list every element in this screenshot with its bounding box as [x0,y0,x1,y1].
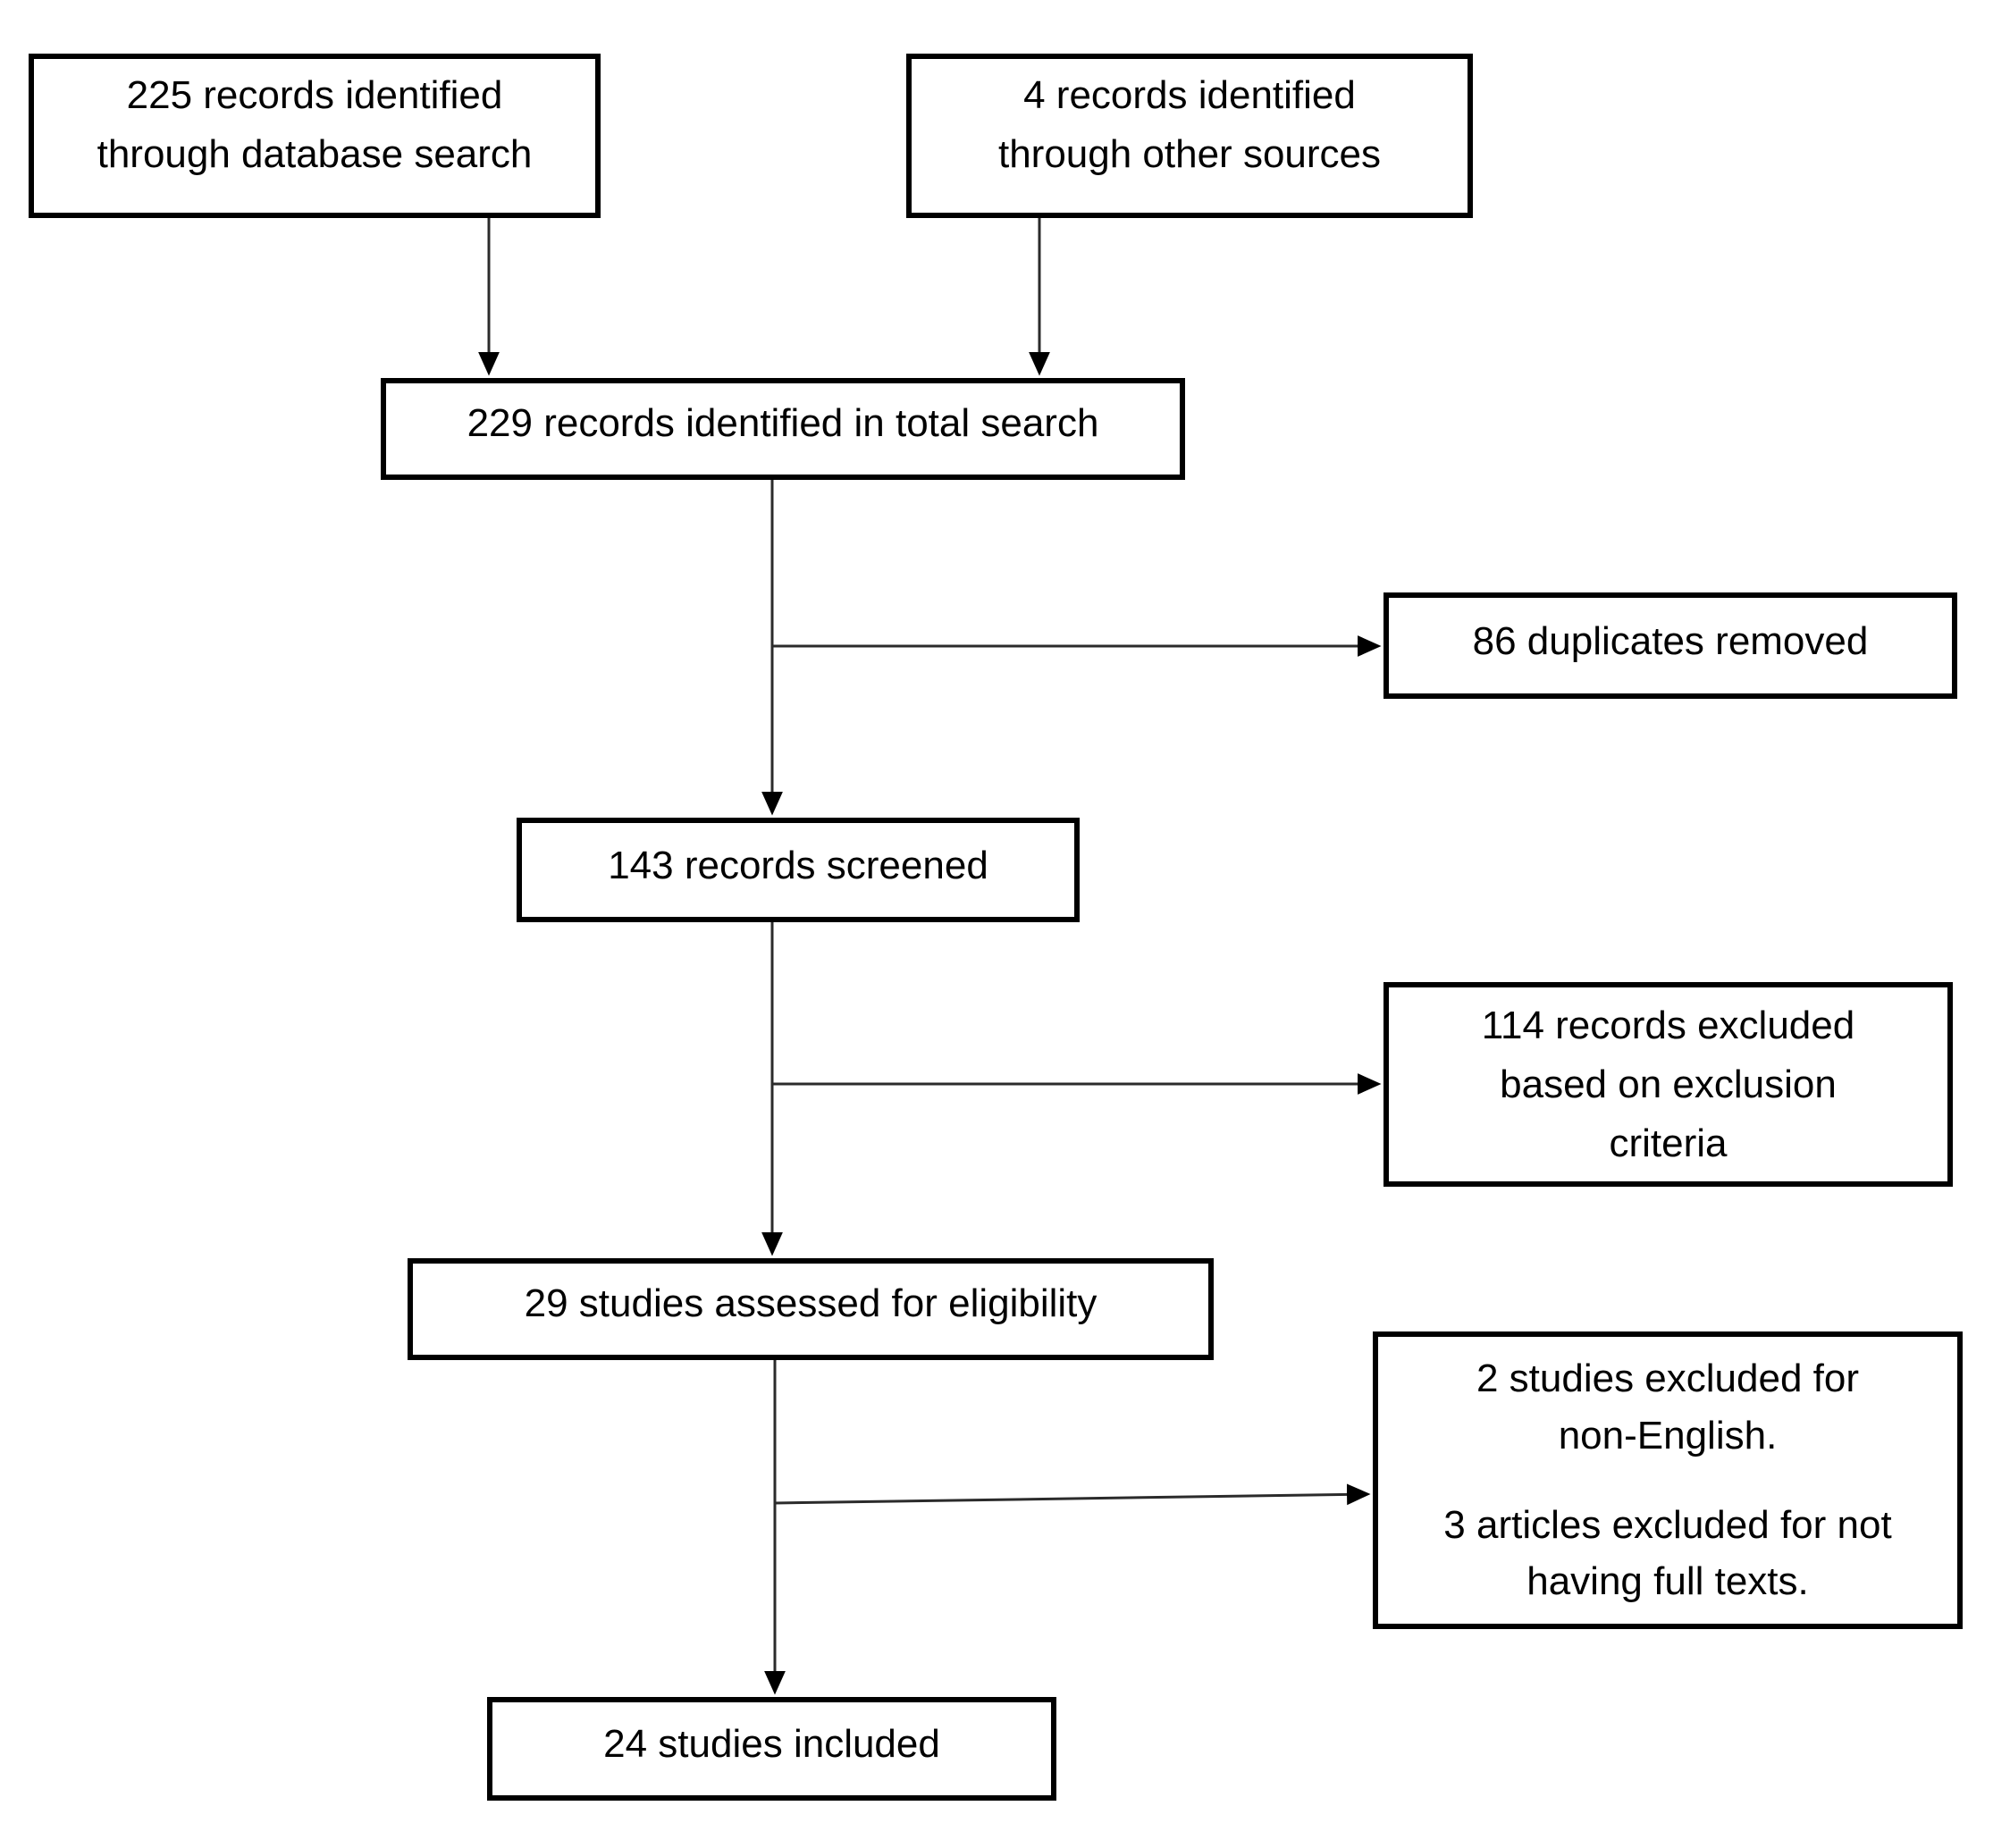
box-records-database: 225 records identified through database … [29,54,601,218]
studies-included-label: 24 studies included [603,1722,940,1766]
records-database-label: 225 records identified through database … [97,73,533,176]
duplicates-removed-label: 86 duplicates removed [1472,618,1869,663]
studies-assessed-label: 29 studies assessed for eligibility [524,1281,1098,1325]
box-studies-assessed: 29 studies assessed for eligibility [408,1258,1214,1360]
box-records-excluded: 114 records excluded based on exclusion … [1383,982,1953,1187]
box-duplicates-removed: 86 duplicates removed [1383,592,1957,699]
records-excluded-label: 114 records excluded based on exclusion … [1481,1003,1855,1165]
box-studies-included: 24 studies included [487,1697,1056,1801]
records-screened-label: 143 records screened [608,843,988,887]
box-fulltext-exclusions: 2 studies excluded for non-English. 3 ar… [1373,1331,1963,1629]
arrow-assessed-to-fulltext-exclusions [774,1483,1371,1506]
fulltext-exclusions-no-fulltext-label: 3 articles excluded for not having full … [1443,1502,1892,1604]
fulltext-exclusions-non-english-label: 2 studies excluded for non-English. [1476,1356,1860,1457]
box-records-total: 229 records identified in total search [381,378,1185,480]
records-other-sources-label: 4 records identified through other sourc… [997,73,1382,176]
box-records-screened: 143 records screened [517,818,1080,922]
records-total-label: 229 records identified in total search [467,401,1099,445]
box-records-other-sources: 4 records identified through other sourc… [906,54,1473,218]
